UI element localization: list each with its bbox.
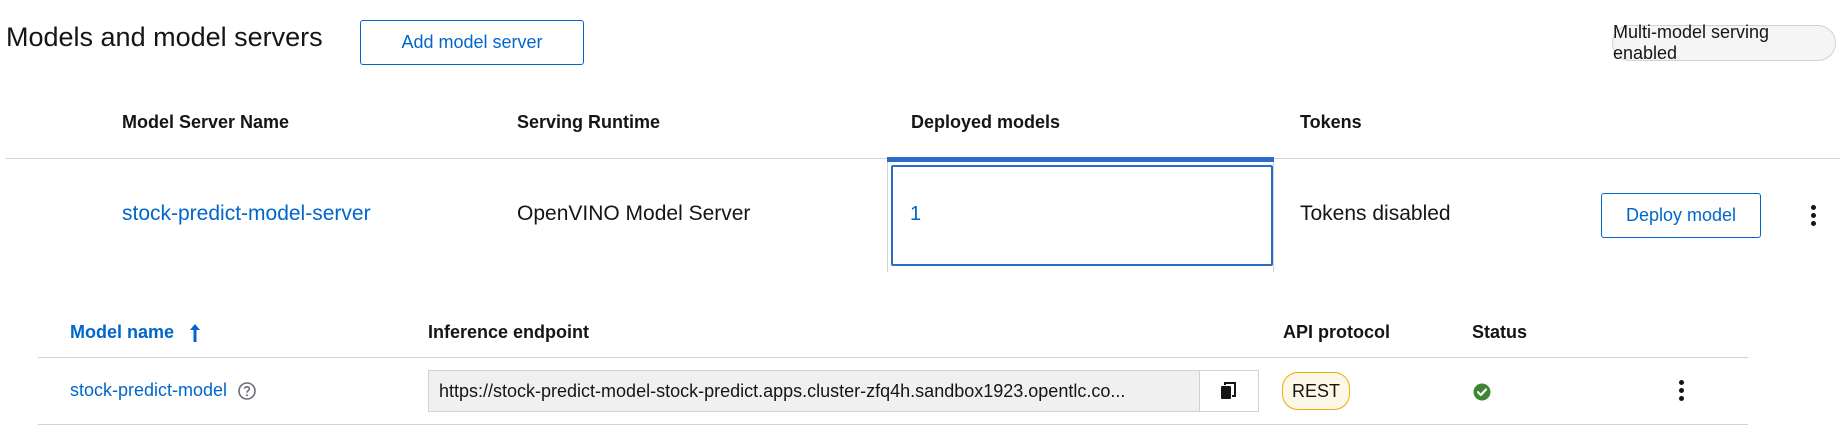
model-name-link[interactable]: stock-predict-model: [70, 380, 228, 400]
column-header-api-protocol: API protocol: [1283, 322, 1390, 342]
help-icon[interactable]: [237, 381, 257, 401]
column-header-model-name[interactable]: Model name: [70, 322, 202, 343]
deployed-models-toggle[interactable]: 1: [891, 165, 1273, 266]
copy-endpoint-button[interactable]: [1199, 370, 1259, 412]
model-name-cell: stock-predict-model: [70, 380, 257, 401]
column-header-tokens: Tokens: [1300, 112, 1362, 132]
add-model-server-button[interactable]: Add model server: [360, 20, 584, 65]
model-table-header-divider: [38, 357, 1748, 358]
sort-ascending-icon: [190, 323, 201, 342]
deployed-models-right-border: [1273, 162, 1274, 272]
deployed-models-left-border: [887, 162, 888, 272]
copy-icon: [1221, 382, 1236, 399]
inference-endpoint-field[interactable]: https://stock-predict-model-stock-predic…: [428, 370, 1200, 412]
tokens-value: Tokens disabled: [1300, 202, 1451, 225]
column-header-status: Status: [1472, 322, 1528, 342]
column-header-model-server-name: Model Server Name: [122, 112, 290, 132]
model-server-name-link[interactable]: stock-predict-model-server: [122, 202, 371, 225]
deployed-models-tab-accent: [887, 157, 1274, 162]
serving-runtime-value: OpenVINO Model Server: [517, 202, 751, 225]
model-row-kebab-icon[interactable]: [1677, 380, 1685, 401]
column-header-serving-runtime: Serving Runtime: [517, 112, 661, 132]
deploy-model-button[interactable]: Deploy model: [1601, 193, 1761, 238]
api-protocol-badge: REST: [1282, 372, 1350, 410]
column-header-deployed-models: Deployed models: [911, 112, 1061, 132]
deployed-models-count: 1: [910, 203, 922, 225]
model-name-header-label: Model name: [70, 322, 175, 342]
status-success-icon: [1473, 383, 1491, 401]
model-table-bottom-divider: [38, 424, 1748, 425]
column-header-inference-endpoint: Inference endpoint: [428, 322, 590, 342]
page-title: Models and model servers: [6, 22, 323, 52]
server-row-kebab-icon[interactable]: [1809, 205, 1817, 226]
multi-model-serving-badge: Multi-model serving enabled: [1612, 22, 1836, 63]
